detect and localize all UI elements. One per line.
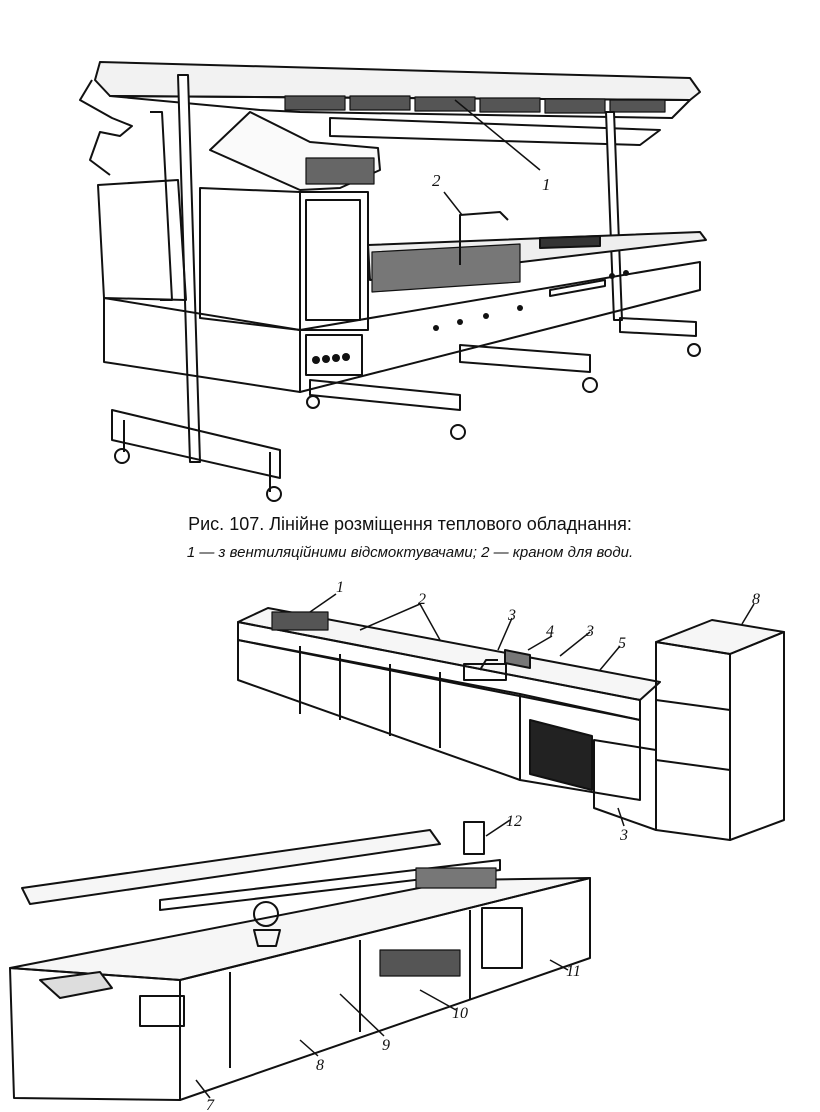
figure-107-caption-legend: 1 — з вентиляційними відсмоктувачами; 2 …	[186, 544, 634, 561]
figure-107-caption: Рис. 107. Лінійне розміщення теплового о…	[188, 514, 632, 534]
callout-108-2: 2	[418, 591, 426, 608]
upper-equipment-line	[237, 607, 785, 841]
callout-108-7: 7	[206, 1097, 215, 1112]
callout-leaders	[443, 99, 541, 216]
callout-108-1: 1	[336, 579, 344, 596]
callout-108-9: 9	[382, 1037, 390, 1054]
ventilation-hood	[79, 61, 701, 176]
water-faucet	[459, 211, 509, 265]
equipment-line	[97, 179, 707, 393]
base-frame	[111, 317, 701, 502]
frame-posts	[150, 74, 623, 463]
figure-108-illustration: 1 2 3 4 3 5 8 3 12 7 8 9 10 11	[9, 579, 785, 1112]
callout-107-1: 1	[542, 175, 551, 194]
side-hood	[209, 111, 381, 191]
callout-108-8b: 8	[316, 1057, 324, 1074]
callout-108-3b: 3	[585, 623, 594, 640]
callout-108-10: 10	[452, 1005, 468, 1022]
callout-108-5: 5	[618, 635, 626, 652]
callout-108-11: 11	[566, 963, 581, 980]
figure-107-illustration: 1 2	[79, 61, 707, 502]
lower-equipment-line	[9, 821, 591, 1101]
callout-107-2: 2	[432, 171, 441, 190]
callout-108-8a: 8	[752, 591, 760, 608]
callout-108-3c: 3	[619, 827, 628, 844]
callout-108-12: 12	[506, 813, 522, 830]
callout-108-3a: 3	[507, 607, 516, 624]
callout-108-4: 4	[546, 623, 554, 640]
callout-leaders-108	[195, 593, 755, 1099]
